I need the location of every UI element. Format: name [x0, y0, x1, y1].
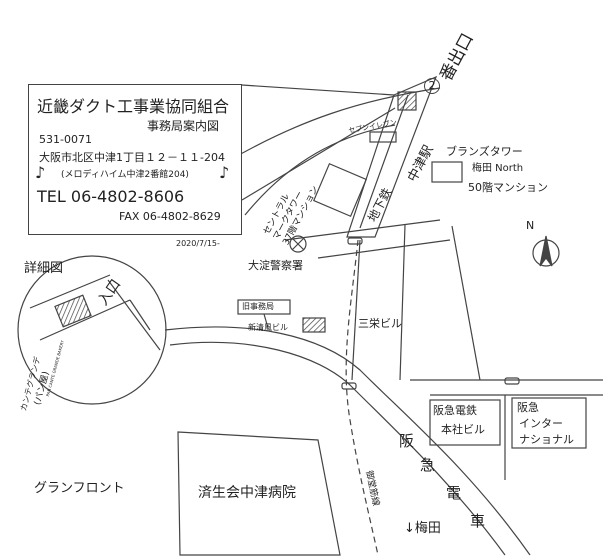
- police-icon: [289, 235, 307, 253]
- hankyu-line-char-3: 電: [446, 484, 462, 502]
- callout-line: [241, 84, 396, 201]
- hankyu-hq-label-1: 阪急電鉄: [433, 404, 477, 417]
- hankyu-hq-label-2: 本社ビル: [441, 423, 485, 436]
- street-diag-main: [164, 326, 531, 556]
- hospital-label: 済生会中津病院: [198, 485, 296, 501]
- signal-2: [341, 382, 357, 390]
- tel-number: TEL 06-4802-8606: [37, 187, 185, 206]
- midosuji-track: [345, 239, 379, 556]
- hankyu-line-char-4: 車: [470, 512, 486, 530]
- shinseien-building: [302, 317, 326, 333]
- branz-building: [431, 161, 463, 183]
- detail-circle: [17, 255, 167, 405]
- umeda-label: ↓梅田: [404, 521, 441, 536]
- shinseien-label: 新清風ビル: [248, 323, 288, 332]
- hankyu-intl-building: [511, 397, 587, 449]
- arc-road-inner: [244, 124, 396, 216]
- hospital-outline: [177, 431, 341, 556]
- street-v2: [399, 224, 406, 381]
- exit-number-badge: 2: [424, 78, 440, 94]
- address: 大阪市北区中津1丁目１２－１１-204: [39, 151, 225, 164]
- hankyu-hq-building: [429, 399, 501, 446]
- office-subtitle: 事務局案内図: [147, 119, 220, 133]
- note-icon: ♪: [219, 163, 230, 182]
- grand-front-label: グランフロント: [34, 481, 125, 496]
- fax-number: FAX 06-4802-8629: [119, 210, 221, 223]
- note-icon: ♪: [35, 163, 46, 182]
- revision-date: 2020/7/15-: [176, 239, 220, 248]
- old-office-label: 旧事務局: [242, 302, 274, 311]
- hankyu-intl-label-2: インター: [519, 417, 563, 430]
- old-office-pointer: [263, 313, 269, 329]
- detail-road-1: [29, 274, 161, 351]
- seven-eleven-building: [369, 131, 397, 143]
- central-tower-building: [312, 162, 368, 218]
- police-label: 大淀警察署: [248, 259, 303, 272]
- detail-hatched: [54, 294, 92, 328]
- signal-1: [347, 237, 363, 245]
- hankyu-line-char-1: 阪: [399, 432, 415, 450]
- street-v1: [351, 239, 361, 381]
- hankyu-intl-label-1: 阪急: [517, 401, 539, 414]
- hankyu-intl-label-3: ナショナル: [519, 433, 574, 446]
- station-strip: [346, 75, 438, 238]
- signal-3: [504, 377, 520, 385]
- postal-code: 531-0071: [39, 133, 92, 146]
- street-h1: [284, 219, 441, 241]
- building-name: (メロディハイム中津2番館204): [61, 170, 189, 180]
- north-label: N: [526, 219, 535, 232]
- police-icon-cross: [291, 237, 305, 251]
- branz-label-2: 梅田 North: [472, 163, 524, 174]
- company-name: 近畿ダクト工事業協同組合: [37, 97, 230, 116]
- detail-label: 詳細図: [24, 261, 64, 276]
- north-arrow-icon: [539, 235, 553, 267]
- sanei-label: 三栄ビル: [358, 317, 402, 330]
- branz-label-1: ブランズタワー: [446, 145, 523, 158]
- street-right-v: [451, 225, 481, 381]
- street-h2: [317, 239, 451, 259]
- info-panel: 近畿ダクト工事業協同組合 事務局案内図 531-0071 大阪市北区中津1丁目１…: [28, 84, 242, 235]
- street-diag-main-2: [169, 341, 506, 556]
- branz-label-3: 50階マンション: [468, 181, 548, 194]
- station-inner-line: [359, 94, 409, 229]
- exit-block: [397, 91, 417, 111]
- hankyu-line-char-2: 急: [420, 456, 436, 474]
